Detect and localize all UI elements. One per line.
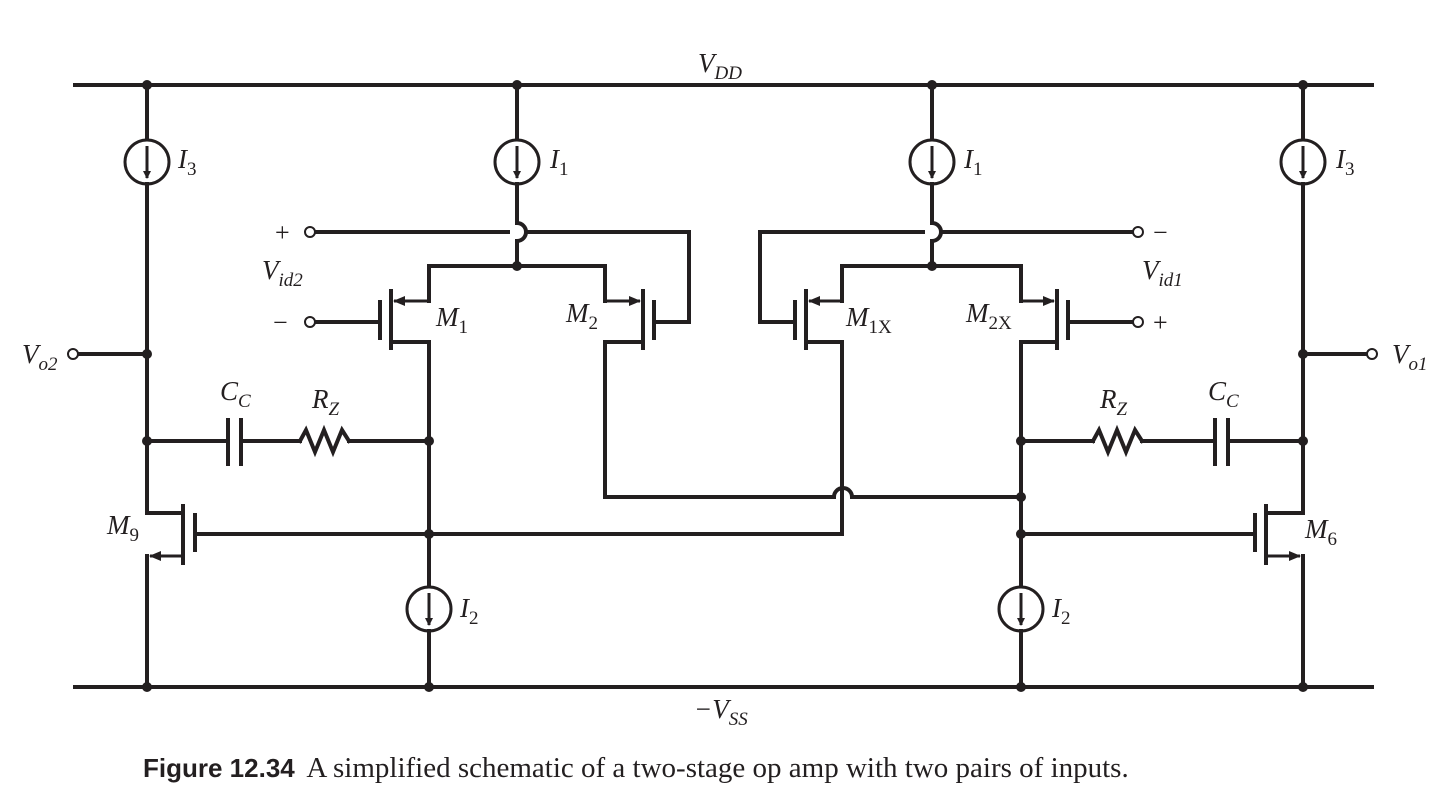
right-output-stage: [1019, 83, 1378, 689]
vid2-minus-sign: −: [273, 308, 288, 337]
vid2-plus-terminal[interactable]: [304, 226, 316, 238]
vo2-label: Vo2: [22, 339, 58, 375]
vid2-minus-terminal[interactable]: [304, 316, 316, 328]
m6-label: M6: [1304, 514, 1337, 550]
i3-right-label: I3: [1335, 144, 1355, 180]
vid2-plus-sign: +: [275, 218, 290, 247]
left-input-pair: [304, 83, 1023, 689]
i1-right-label: I1: [963, 144, 983, 180]
vid1-minus-terminal[interactable]: [1132, 226, 1144, 238]
i2-right-label: I2: [1051, 593, 1071, 629]
m9-label: M9: [106, 510, 139, 546]
rz-right-label: RZ: [1099, 384, 1128, 420]
vss-label: −VSS: [694, 694, 748, 730]
cc-right-label: CC: [1208, 376, 1239, 412]
i1-left-label: I1: [549, 144, 569, 180]
i3-left-label: I3: [177, 144, 197, 180]
rz-left: [297, 424, 352, 458]
left-output-stage: [67, 83, 842, 689]
i2-left-label: I2: [459, 593, 479, 629]
m1-label: M1: [435, 302, 468, 338]
caption-text: A simplified schematic of a two-stage op…: [306, 752, 1129, 784]
vid2-label: Vid2: [262, 255, 303, 291]
vo2-terminal[interactable]: [67, 348, 79, 360]
cc-left-label: CC: [220, 376, 251, 412]
vid1-plus-sign: +: [1153, 308, 1168, 337]
rz-left-label: RZ: [311, 384, 340, 420]
m2x-label: M2X: [965, 298, 1012, 334]
vo1-terminal[interactable]: [1366, 348, 1378, 360]
figure-caption: Figure 12.34 A simplified schematic of a…: [143, 752, 1129, 785]
junction-dots: [142, 80, 1308, 692]
vid1-label: Vid1: [1142, 255, 1183, 291]
vid1-minus-sign: −: [1153, 218, 1168, 247]
vdd-label: VDD: [698, 48, 742, 84]
vo1-label: Vo1: [1392, 339, 1428, 375]
right-input-pair: [758, 83, 1144, 689]
m1x-label: M1X: [845, 302, 892, 338]
figure-number: Figure 12.34: [143, 753, 295, 783]
vid1-plus-terminal[interactable]: [1132, 316, 1144, 328]
m2-label: M2: [565, 298, 598, 334]
rz-right: [1090, 424, 1145, 458]
